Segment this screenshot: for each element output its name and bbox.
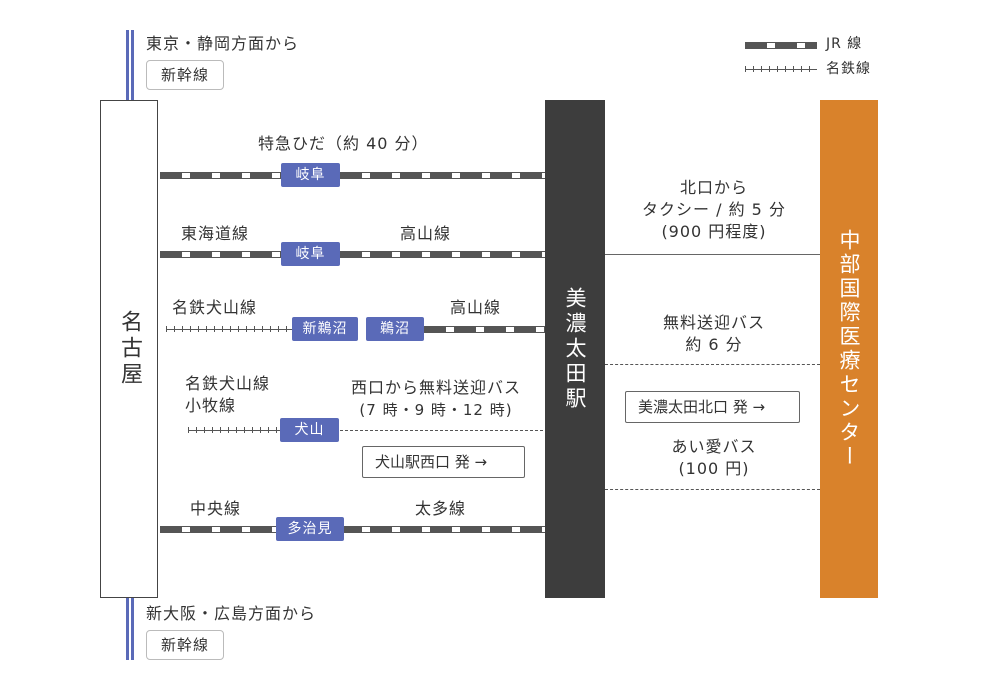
taxi-label-2: タクシー / 約 5 分 (642, 200, 786, 219)
inuyama-bus-label-2: (7 時・9 時・12 時) (359, 401, 513, 419)
hida-label: 特急ひだ（約 40 分） (258, 134, 429, 153)
legend-meitetsu-label: 名鉄線 (826, 61, 871, 77)
medical-center-name: 中部国際医療センター (837, 229, 861, 469)
inuyama-line-label: 名鉄犬山線 (172, 298, 258, 317)
takayama-track (424, 326, 545, 333)
chuo-track (160, 526, 545, 533)
komaki-label-1: 名鉄犬山線 (185, 374, 271, 393)
taita-label: 太多線 (415, 499, 467, 518)
nagoya-station-name: 名古屋 (117, 310, 142, 388)
station-shin-unuma: 新鵜沼 (292, 317, 358, 341)
legend-meitetsu-line-icon (745, 66, 817, 72)
minoota-station-box: 美濃太田駅 (545, 100, 605, 598)
shuttle-route-line (605, 364, 820, 365)
tokaido-track (160, 251, 545, 258)
medical-center-box: 中部国際医療センター (820, 100, 878, 598)
chuo-label: 中央線 (190, 499, 242, 518)
inuyama-bus-label-1: 西口から無料送迎バス (350, 378, 521, 397)
komaki-meitetsu-track (188, 427, 280, 433)
legend-jr-label: JR 線 (826, 36, 863, 52)
station-inuyama: 犬山 (280, 418, 339, 442)
takayama-label-1: 高山線 (400, 224, 452, 243)
inuyama-west-exit-button[interactable]: 犬山駅西口 発 → (362, 446, 525, 478)
nagoya-station-box: 名古屋 (100, 100, 158, 598)
tokaido-station-gifu: 岐阜 (281, 242, 340, 266)
inuyama-meitetsu-track (166, 326, 292, 332)
station-tajimi: 多治見 (276, 517, 344, 541)
taxi-label-1: 北口から (679, 178, 748, 197)
top-shinkansen-badge: 新幹線 (146, 60, 225, 90)
hida-track (160, 172, 545, 179)
shuttle-label-2: 約 6 分 (685, 335, 743, 354)
tokaido-label: 東海道線 (181, 224, 250, 243)
aibus-route-line (605, 489, 820, 490)
komaki-label-2: 小牧線 (185, 396, 237, 415)
bottom-direction-label: 新大阪・広島方面から (146, 604, 317, 623)
inuyama-bus-route-line (340, 430, 543, 431)
minoota-north-exit-button[interactable]: 美濃太田北口 発 → (625, 391, 800, 423)
shinkansen-bottom-line (126, 598, 134, 660)
taxi-label-3: (900 円程度) (661, 222, 767, 241)
aibus-label-1: あい愛バス (671, 437, 757, 456)
station-unuma: 鵜沼 (366, 317, 424, 341)
legend-jr-line-icon (745, 42, 817, 49)
top-direction-label: 東京・静岡方面から (146, 34, 300, 53)
bottom-shinkansen-badge: 新幹線 (146, 630, 225, 660)
minoota-station-name: 美濃太田駅 (563, 286, 587, 412)
aibus-label-2: (100 円) (678, 459, 750, 478)
takayama-label-2: 高山線 (450, 298, 502, 317)
hida-station-gifu: 岐阜 (281, 163, 340, 187)
taxi-route-line (605, 254, 820, 255)
shinkansen-top-line (126, 30, 134, 102)
shuttle-label-1: 無料送迎バス (662, 313, 765, 332)
